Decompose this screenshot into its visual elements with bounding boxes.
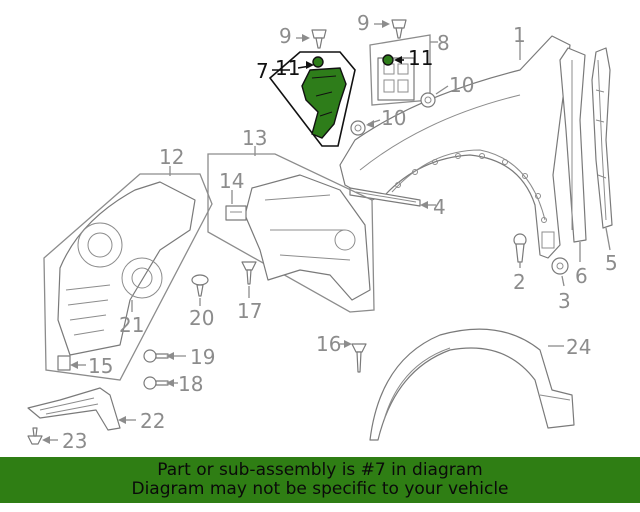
callout-3: 3 — [558, 289, 571, 313]
nut-part-11-on-bracket[interactable] — [312, 56, 324, 68]
callout-12: 12 — [159, 145, 184, 169]
callout-10-lower: 10 — [381, 106, 406, 130]
callout-20: 20 — [189, 306, 214, 330]
clip-part-14[interactable] — [225, 205, 247, 221]
callout-7: 7 — [256, 59, 269, 83]
liner-part-13[interactable] — [244, 174, 371, 301]
seal-part-5[interactable] — [591, 47, 613, 229]
callout-21: 21 — [119, 313, 144, 337]
bolt-part-23[interactable] — [27, 427, 43, 445]
callout-17: 17 — [237, 299, 262, 323]
banner-line-1: Part or sub-assembly is #7 in diagram — [157, 460, 483, 480]
callout-9-left: 9 — [279, 24, 292, 48]
callout-5: 5 — [605, 251, 618, 275]
seal-part-6[interactable] — [559, 47, 587, 243]
liner-part-12[interactable] — [57, 181, 196, 356]
callout-24: 24 — [566, 335, 591, 359]
callout-11-right: 11 — [408, 46, 433, 70]
callout-4: 4 — [433, 195, 446, 219]
callout-19: 19 — [190, 345, 215, 369]
screw-part-9-right[interactable] — [391, 19, 407, 39]
callout-16: 16 — [316, 332, 341, 356]
parts-diagram: 1 2 3 4 5 6 7 8 9 9 10 10 11 11 12 13 14… — [27, 11, 618, 453]
nut-part-10-upper[interactable] — [420, 92, 436, 108]
callout-8: 8 — [437, 31, 450, 55]
clip-part-2[interactable] — [513, 233, 527, 263]
callout-2: 2 — [513, 270, 526, 294]
shield-part-22[interactable] — [27, 387, 121, 431]
screw-part-9-left[interactable] — [311, 29, 327, 49]
bracket-part-7[interactable] — [301, 67, 347, 139]
part-7-box — [268, 51, 356, 147]
clip-part-15[interactable] — [57, 355, 71, 371]
bolt-part-17[interactable] — [241, 261, 257, 285]
callout-6: 6 — [575, 264, 588, 288]
nut-part-3[interactable] — [551, 257, 569, 275]
notice-banner: Part or sub-assembly is #7 in diagram Di… — [0, 457, 640, 503]
callout-10-upper: 10 — [449, 73, 474, 97]
callout-9-right: 9 — [357, 11, 370, 35]
strip-part-4[interactable] — [349, 187, 421, 207]
callout-23: 23 — [62, 429, 87, 453]
nut-part-11-on-bracket-8[interactable] — [382, 54, 394, 66]
callout-22: 22 — [140, 409, 165, 433]
banner-line-2: Diagram may not be specific to your vehi… — [131, 479, 509, 499]
bracket-part-8[interactable] — [377, 57, 415, 101]
fender-part-1[interactable] — [339, 35, 571, 259]
callout-1: 1 — [513, 23, 526, 47]
clip-part-20[interactable] — [191, 274, 209, 297]
nut-part-10-lower[interactable] — [350, 120, 366, 136]
screw-part-18[interactable] — [143, 376, 169, 390]
callout-14: 14 — [219, 169, 244, 193]
callout-15: 15 — [88, 354, 113, 378]
bolt-part-16[interactable] — [351, 343, 367, 373]
screw-part-19[interactable] — [143, 349, 169, 363]
callout-11-left: 11 — [275, 56, 300, 80]
molding-part-24[interactable] — [369, 328, 575, 441]
callout-18: 18 — [178, 372, 203, 396]
callout-13: 13 — [242, 126, 267, 150]
